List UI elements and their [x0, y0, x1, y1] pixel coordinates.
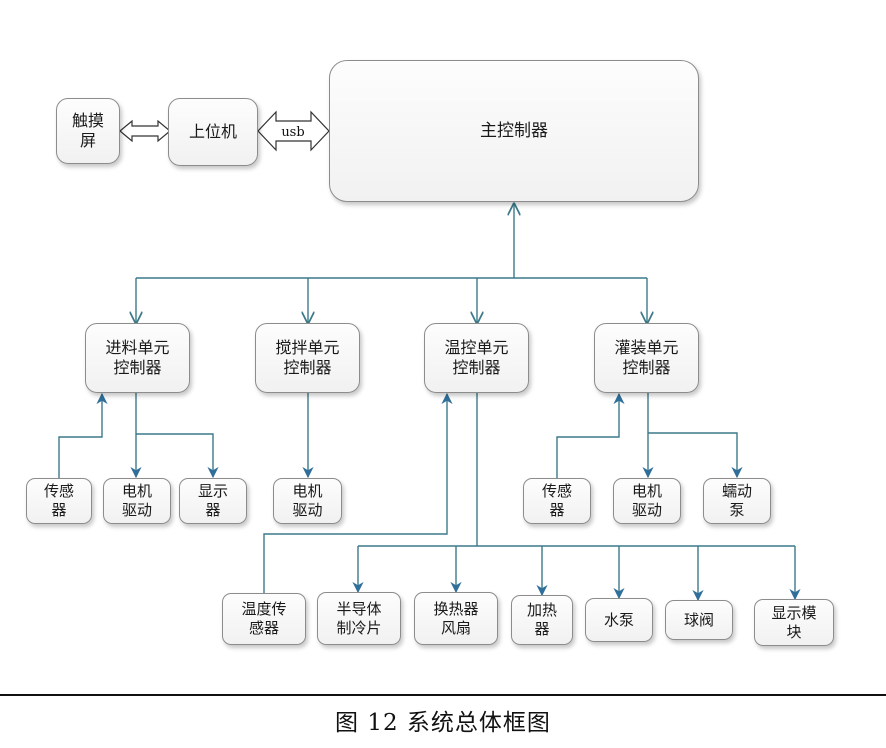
- heater-node[interactable]: 加热 器: [511, 595, 573, 645]
- feed-unit-links: [58, 392, 219, 479]
- feed-display-node[interactable]: 显示 器: [179, 478, 247, 524]
- feed-unit-controller-node[interactable]: 进料单元 控制器: [85, 323, 190, 393]
- usb-link: usb: [257, 110, 330, 152]
- host-pc-node[interactable]: 上位机: [168, 98, 258, 166]
- temp-unit-controller-node[interactable]: 温控单元 控制器: [424, 323, 529, 393]
- feed-sensor-node[interactable]: 传感 器: [26, 478, 92, 524]
- water-pump-node[interactable]: 水泵: [585, 598, 653, 642]
- fill-sensor-node[interactable]: 传感 器: [523, 478, 591, 524]
- figure-caption: 图 12 系统总体框图: [335, 710, 551, 736]
- caption-divider: [0, 694, 886, 696]
- heat-exchanger-fan-node[interactable]: 换热器 风扇: [414, 592, 498, 645]
- temp-sensor-node[interactable]: 温度传 感器: [222, 593, 306, 645]
- main-controller-node[interactable]: 主控制器: [329, 60, 699, 202]
- mix-unit-controller-node[interactable]: 搅拌单元 控制器: [255, 323, 360, 393]
- fill-unit-links: [556, 392, 743, 479]
- ball-valve-node[interactable]: 球阀: [665, 600, 733, 640]
- fill-motor-drive-node[interactable]: 电机 驱动: [613, 478, 681, 524]
- peltier-cooler-node[interactable]: 半导体 制冷片: [317, 592, 401, 645]
- peristaltic-pump-node[interactable]: 蠕动 泵: [703, 478, 771, 524]
- feed-motor-drive-node[interactable]: 电机 驱动: [103, 478, 171, 524]
- touchscreen-node[interactable]: 触摸 屏: [56, 98, 120, 164]
- fill-unit-controller-node[interactable]: 灌装单元 控制器: [594, 323, 699, 393]
- mix-motor-drive-node[interactable]: 电机 驱动: [273, 478, 342, 524]
- display-module-node[interactable]: 显示模 块: [754, 599, 834, 646]
- temp-unit-links: [263, 392, 801, 602]
- system-block-diagram: usb: [58, 110, 801, 602]
- main-bus: [136, 204, 647, 323]
- touchscreen-host-link: [119, 119, 171, 143]
- usb-label: usb: [281, 125, 304, 140]
